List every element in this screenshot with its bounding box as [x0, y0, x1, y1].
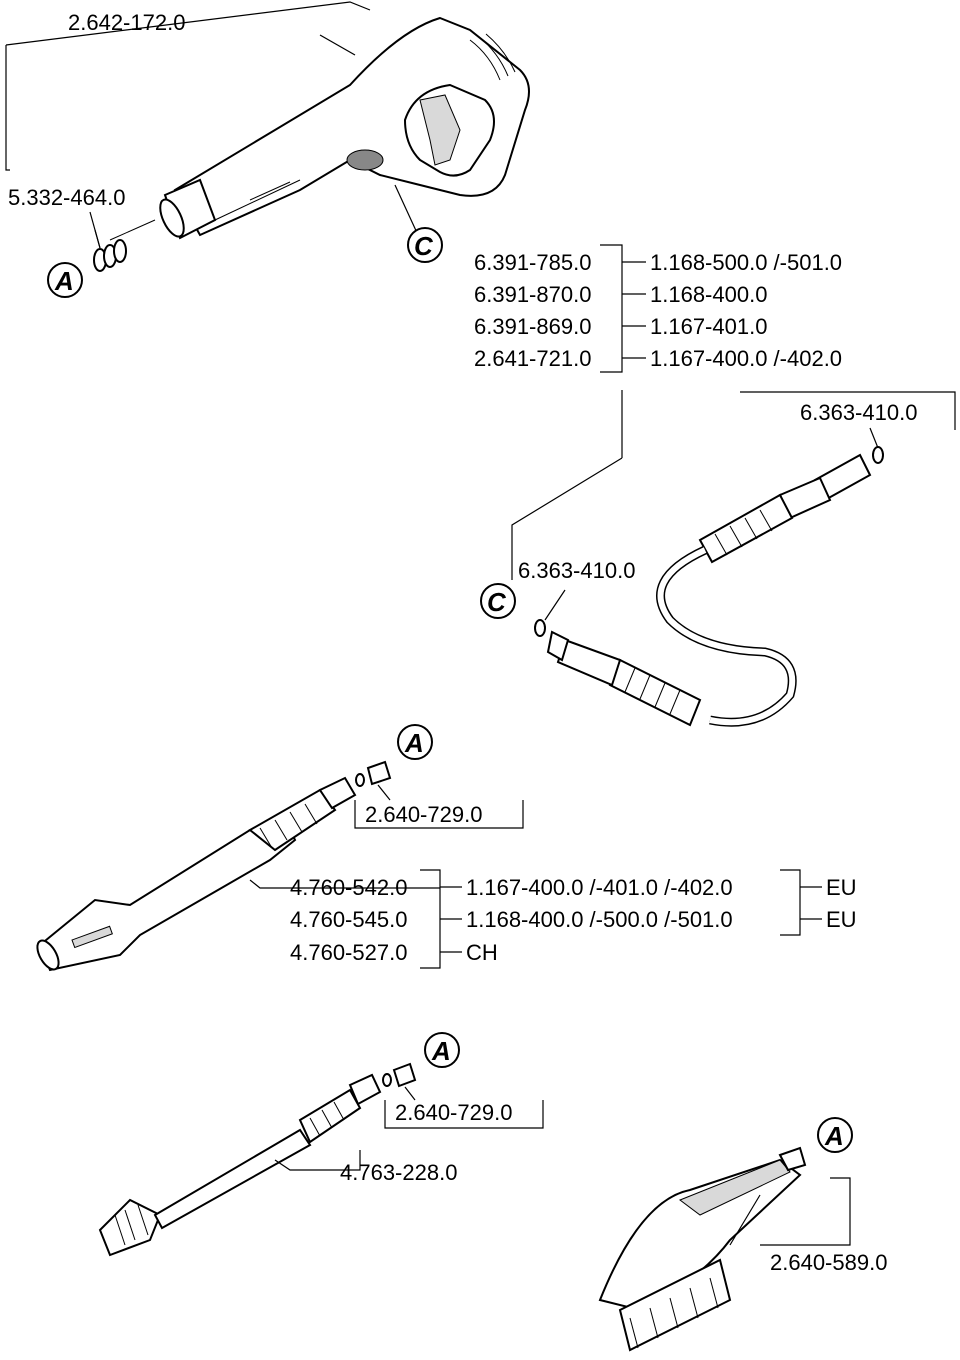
- hose-row-3-part: 2.641-721.0: [474, 346, 591, 371]
- lance-row-0-region: EU: [826, 875, 857, 900]
- lance-row-1-model: 1.168-400.0 /-500.0 /-501.0: [466, 907, 733, 932]
- marker-c-hose-label: C: [487, 587, 507, 617]
- lance-table: 4.760-542.0 4.760-545.0 4.760-527.0 1.16…: [290, 869, 857, 969]
- lance-row-0-part: 4.760-542.0: [290, 875, 407, 900]
- hose-row-1-model: 1.168-400.0: [650, 282, 767, 307]
- hose-row-2-part: 6.391-869.0: [474, 314, 591, 339]
- blaster-part-number: 4.763-228.0: [340, 1160, 457, 1185]
- trigger-gun-drawing: [5, 1, 530, 241]
- lance-row-0-model: 1.167-400.0 /-401.0 /-402.0: [466, 875, 733, 900]
- hose-drawing: 6.363-410.0: [534, 391, 956, 727]
- marker-a-blaster-label: A: [431, 1036, 451, 1066]
- hose-row-1-part: 6.391-870.0: [474, 282, 591, 307]
- lance-row-2-part: 4.760-527.0: [290, 940, 407, 965]
- seal-kit-part-number: 5.332-464.0: [8, 185, 125, 210]
- marker-a-lance-label: A: [404, 728, 424, 758]
- hose-oring-top-label: 6.363-410.0: [800, 400, 917, 425]
- seal-rings: [93, 229, 127, 272]
- spray-lance-drawing: [36, 760, 392, 972]
- hose-table: 6.391-785.0 6.391-870.0 6.391-869.0 2.64…: [474, 244, 842, 580]
- marker-a-brush-label: A: [824, 1121, 844, 1151]
- marker-c-gun: C: [394, 184, 443, 263]
- hose-row-0-model: 1.168-500.0 /-501.0: [650, 250, 842, 275]
- lance-row-2-model: CH: [466, 940, 498, 965]
- hose-row-0-part: 6.391-785.0: [474, 250, 591, 275]
- brush-drawing: [598, 1146, 807, 1352]
- marker-c-gun-label: C: [414, 231, 434, 261]
- marker-a-lance: A: [397, 724, 433, 760]
- marker-a-gun-label: A: [54, 266, 74, 296]
- gun-part-number: 2.642-172.0: [68, 10, 185, 35]
- hose-row-2-model: 1.167-401.0: [650, 314, 767, 339]
- hose-oring-bottom-label: 6.363-410.0: [518, 558, 635, 583]
- brush-part-number: 2.640-589.0: [770, 1250, 887, 1275]
- marker-a-gun: A: [47, 262, 83, 298]
- marker-a-brush: A: [817, 1117, 853, 1153]
- lance-row-1-region: EU: [826, 907, 857, 932]
- marker-a-blaster: A: [424, 1032, 460, 1068]
- lance-row-1-part: 4.760-545.0: [290, 907, 407, 932]
- marker-c-hose: C: [480, 583, 516, 619]
- lance-adapter-label: 2.640-729.0: [365, 802, 482, 827]
- dirt-blaster-drawing: [98, 1062, 417, 1257]
- hose-row-3-model: 1.167-400.0 /-402.0: [650, 346, 842, 371]
- blaster-adapter-label: 2.640-729.0: [395, 1100, 512, 1125]
